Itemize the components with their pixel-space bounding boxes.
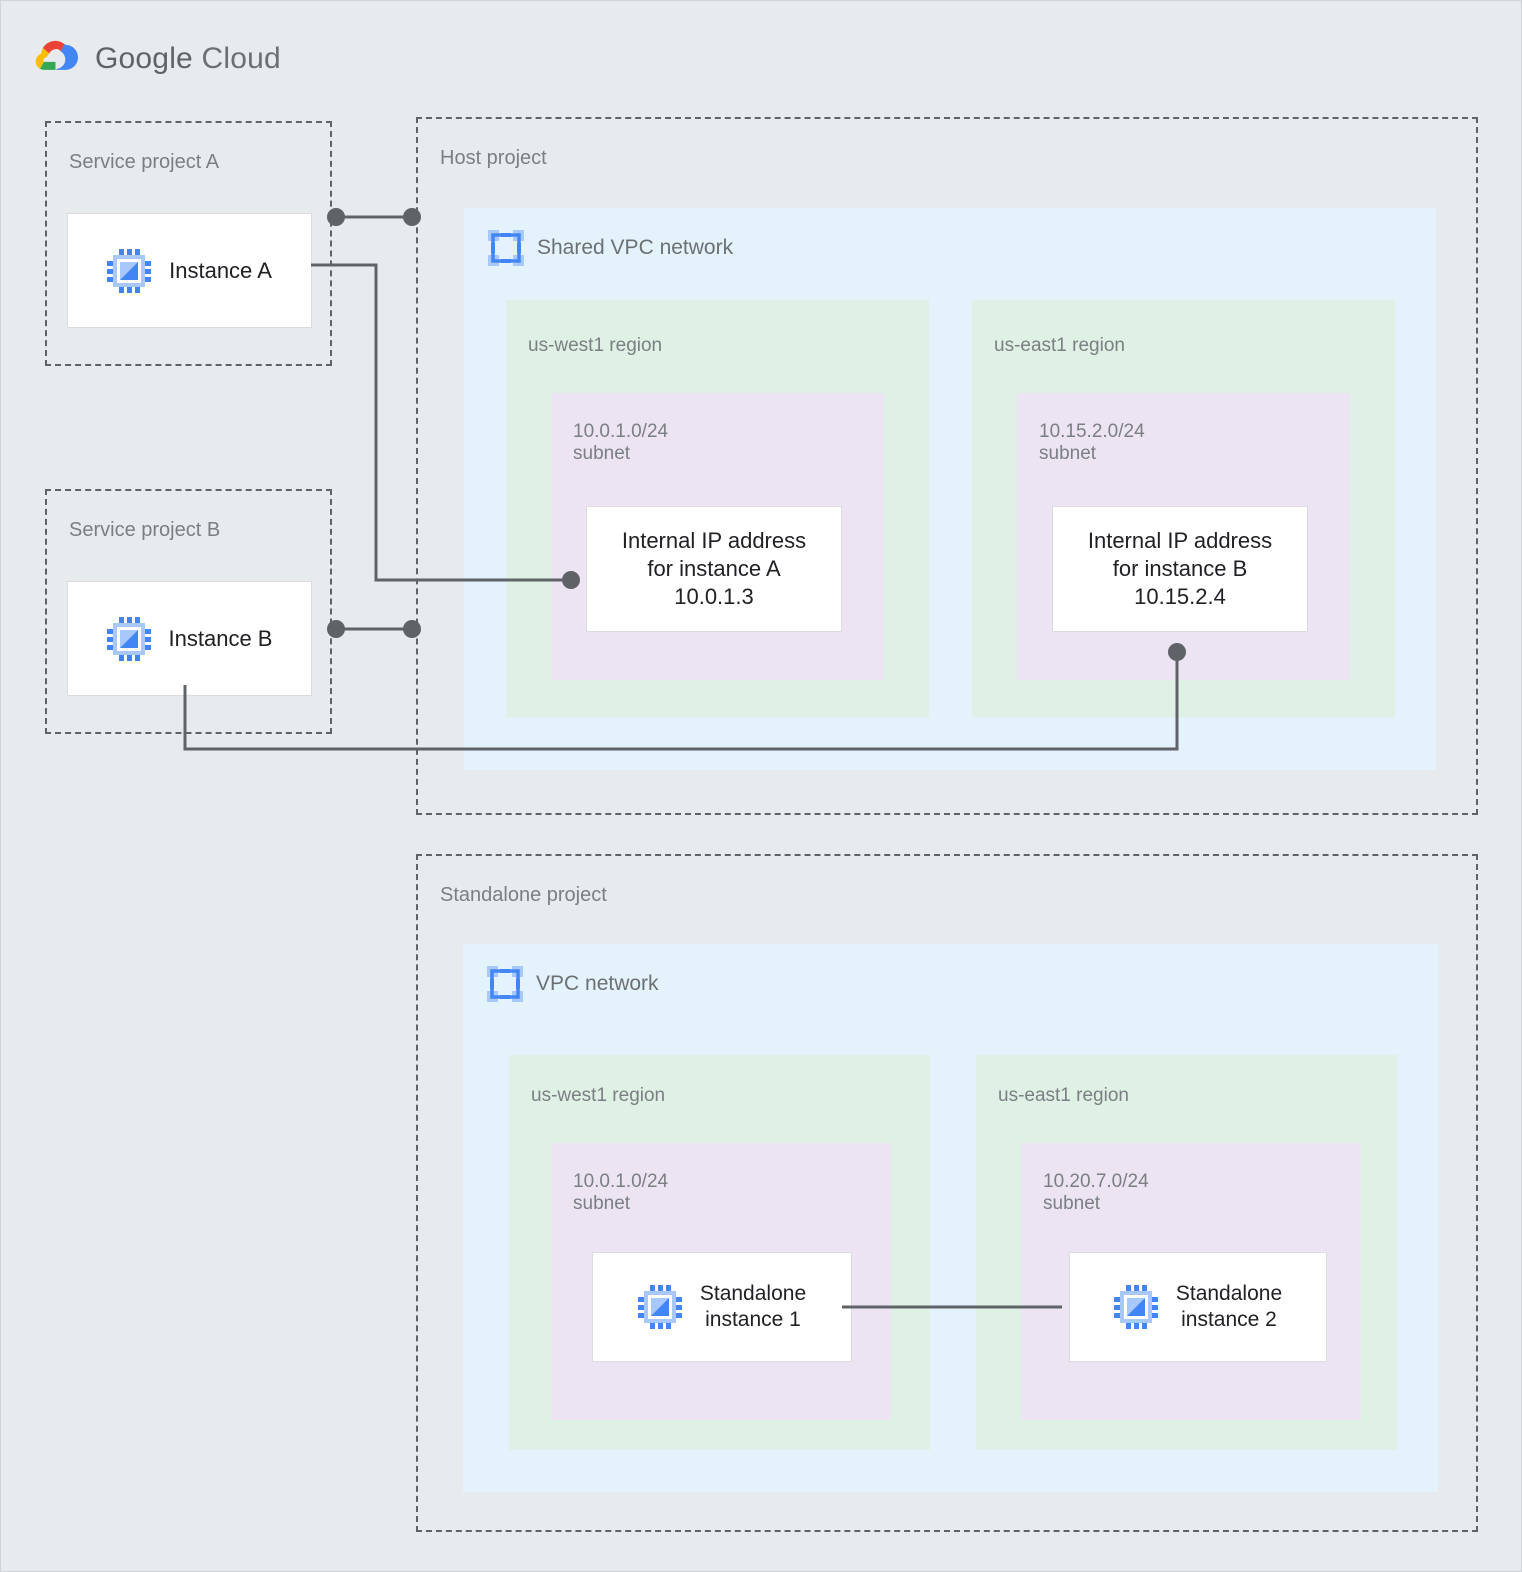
standalone-instance-2-label: Standalone instance 2 xyxy=(1175,1281,1283,1331)
standalone-subnet-10-0-1-0-24-label: 10.0.1.0/24 subnet xyxy=(573,1171,669,1215)
vm-instance-chip-icon xyxy=(637,1285,682,1329)
instance-b-node[interactable]: Instance B xyxy=(67,581,312,696)
host-subnet-10-0-1-0-24-label: 10.0.1.0/24 subnet xyxy=(573,421,669,465)
google-cloud-logo: Google Cloud xyxy=(35,39,281,79)
service-project-a: Service project A Instance A xyxy=(45,121,332,366)
standalone-subnet-10-20-7-0-24-label: 10.20.7.0/24 subnet xyxy=(1043,1171,1149,1215)
brand-name-google: Google xyxy=(95,42,193,75)
internal-ip-instance-b-label: Internal IP address for instance B 10.15… xyxy=(1087,528,1273,609)
internal-ip-instance-a-node[interactable]: Internal IP address for instance A 10.0.… xyxy=(586,506,842,632)
vm-instance-chip-icon xyxy=(106,616,151,661)
service-project-a-label: Service project A xyxy=(69,151,220,173)
connector-instance-a-to-host-project xyxy=(327,208,421,226)
host-region-us-west1-label: us-west1 region xyxy=(528,335,663,356)
standalone-instance-2-node[interactable]: Standalone instance 2 xyxy=(1069,1252,1327,1362)
standalone-project: Standalone project VPC network xyxy=(416,854,1478,1532)
host-project: Host project Shared VPC network xyxy=(416,117,1478,815)
host-region-us-east1: us-east1 region 10.15.2.0/24 subnet Inte… xyxy=(972,300,1395,717)
vpc-network-icon xyxy=(488,230,524,266)
standalone-vpc-network-title: VPC network xyxy=(536,972,659,995)
standalone-subnet-10-20-7-0-24: 10.20.7.0/24 subnet xyxy=(1021,1143,1361,1420)
host-subnet-10-15-2-0-24-label: 10.15.2.0/24 subnet xyxy=(1039,421,1145,465)
host-region-us-west1: us-west1 region 10.0.1.0/24 subnet Inter… xyxy=(506,300,929,717)
standalone-region-us-east1: us-east1 region 10.20.7.0/24 subnet xyxy=(976,1055,1397,1450)
host-project-label: Host project xyxy=(440,147,547,169)
google-cloud-logo-icon xyxy=(35,40,78,70)
internal-ip-instance-a-label: Internal IP address for instance A 10.0.… xyxy=(621,528,807,609)
brand-wordmark: Google Cloud xyxy=(95,42,281,76)
vm-instance-chip-icon xyxy=(107,248,152,293)
standalone-region-us-west1-label: us-west1 region xyxy=(531,1085,666,1106)
shared-vpc-network: Shared VPC network us-west1 region 10.0.… xyxy=(464,208,1436,770)
standalone-vpc-network: VPC network us-west1 region 10.0.1.0/24 … xyxy=(463,944,1438,1492)
brand-name-cloud: Cloud xyxy=(201,42,281,75)
standalone-instance-1-label: Standalone instance 1 xyxy=(699,1281,807,1331)
standalone-region-us-east1-label: us-east1 region xyxy=(998,1085,1129,1106)
standalone-project-label: Standalone project xyxy=(440,884,607,906)
shared-vpc-network-title: Shared VPC network xyxy=(537,236,734,259)
host-region-us-east1-label: us-east1 region xyxy=(994,335,1125,356)
internal-ip-instance-b-node[interactable]: Internal IP address for instance B 10.15… xyxy=(1052,506,1308,632)
standalone-subnet-10-0-1-0-24: 10.0.1.0/24 subnet xyxy=(551,1143,891,1420)
standalone-region-us-west1: us-west1 region 10.0.1.0/24 subnet xyxy=(509,1055,930,1450)
standalone-instance-1-node[interactable]: Standalone instance 1 xyxy=(592,1252,852,1362)
service-project-b-label: Service project B xyxy=(69,519,221,541)
shared-vpc-network-header: Shared VPC network xyxy=(488,230,733,266)
vm-instance-chip-icon xyxy=(1113,1285,1158,1329)
instance-b-label: Instance B xyxy=(168,625,273,651)
host-subnet-10-15-2-0-24: 10.15.2.0/24 subnet Internal IP address … xyxy=(1017,393,1350,680)
instance-a-label: Instance A xyxy=(169,257,272,283)
standalone-vpc-network-header: VPC network xyxy=(487,966,659,1002)
instance-a-node[interactable]: Instance A xyxy=(67,213,312,328)
vpc-network-icon xyxy=(487,966,523,1002)
service-project-b: Service project B Instance B xyxy=(45,489,332,734)
connector-instance-b-to-host-project xyxy=(327,620,421,638)
host-subnet-10-0-1-0-24: 10.0.1.0/24 subnet Internal IP address f… xyxy=(551,393,884,680)
